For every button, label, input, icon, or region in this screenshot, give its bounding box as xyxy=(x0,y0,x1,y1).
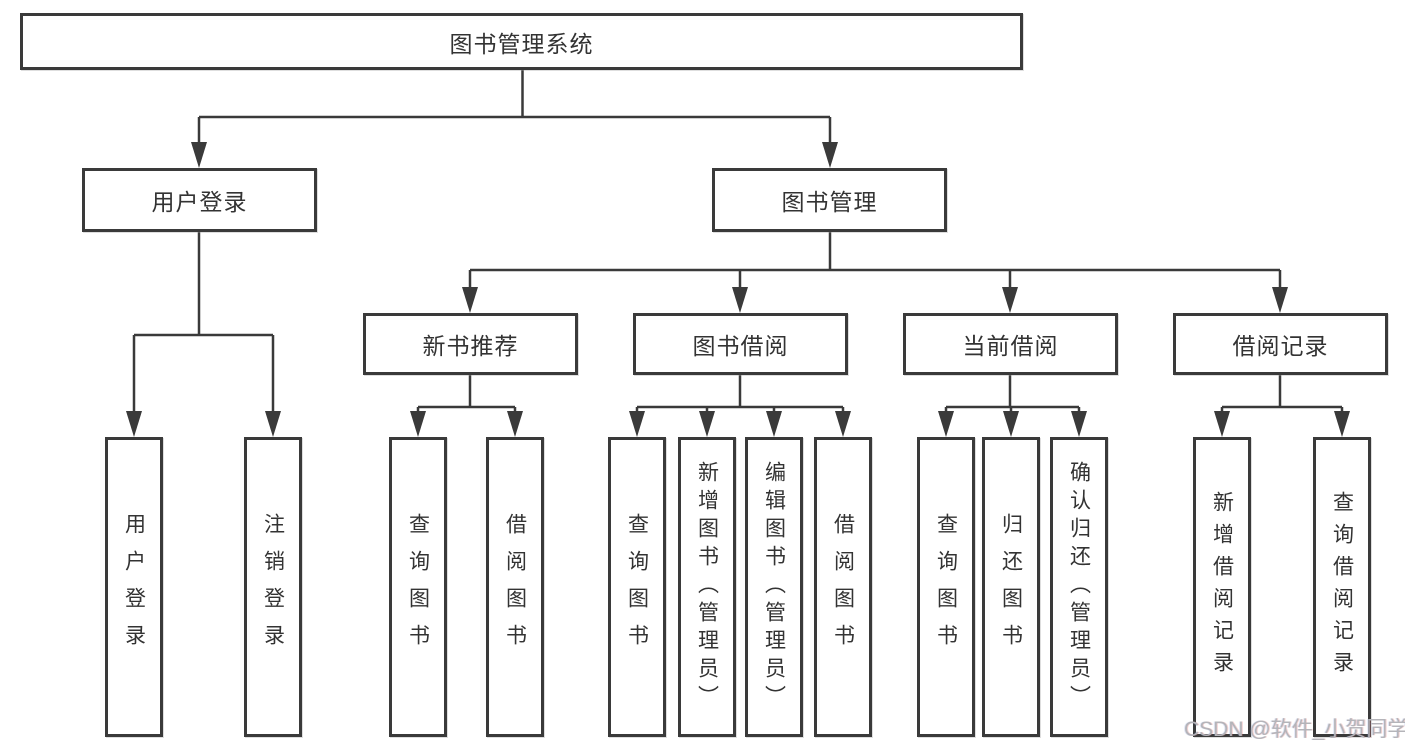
leaf-label: 新增图书（管理员） xyxy=(695,461,719,713)
leaf-label: 归还图书 xyxy=(999,513,1023,661)
leaf-label: 注销登录 xyxy=(261,513,285,661)
leaf-borrow-books: 借阅图书 xyxy=(486,437,544,737)
leaf-label: 查询图书 xyxy=(406,513,430,661)
csdn-watermark: CSDN @软件_小贺同学 xyxy=(1184,718,1405,741)
leaf-user-login: 用户登录 xyxy=(105,437,163,737)
leaf-label: 确认归还（管理员） xyxy=(1067,461,1091,713)
leaf-query-books: 查询图书 xyxy=(917,437,975,737)
leaf-borrow-books: 借阅图书 xyxy=(814,437,872,737)
leaf-label: 用户登录 xyxy=(122,513,146,661)
node-new-book-recommend: 新书推荐 xyxy=(363,313,578,375)
node-label: 当前借阅 xyxy=(962,333,1059,359)
leaf-label: 新增借阅记录 xyxy=(1210,491,1234,683)
leaf-label: 借阅图书 xyxy=(831,513,855,661)
leaf-label: 借阅图书 xyxy=(503,513,527,661)
leaf-query-books: 查询图书 xyxy=(389,437,447,737)
node-label: 图书管理系统 xyxy=(449,30,594,57)
leaf-query-books: 查询图书 xyxy=(608,437,666,737)
node-label: 用户登录 xyxy=(151,189,248,215)
leaf-return-books: 归还图书 xyxy=(982,437,1040,737)
node-label: 借阅记录 xyxy=(1232,333,1329,359)
leaf-confirm-return-admin: 确认归还（管理员） xyxy=(1050,437,1108,737)
leaf-edit-books-admin: 编辑图书（管理员） xyxy=(745,437,803,737)
node-current-borrow: 当前借阅 xyxy=(903,313,1118,375)
node-user-login: 用户登录 xyxy=(82,168,317,232)
leaf-label: 查询图书 xyxy=(625,513,649,661)
leaf-add-borrow-record: 新增借阅记录 xyxy=(1193,437,1251,737)
leaf-label: 查询图书 xyxy=(934,513,958,661)
node-label: 图书借阅 xyxy=(692,333,789,359)
node-library-management-system: 图书管理系统 xyxy=(20,13,1023,70)
node-book-borrow: 图书借阅 xyxy=(633,313,848,375)
leaf-add-books-admin: 新增图书（管理员） xyxy=(678,437,736,737)
node-borrow-records: 借阅记录 xyxy=(1173,313,1388,375)
leaf-logout: 注销登录 xyxy=(244,437,302,737)
node-label: 图书管理 xyxy=(781,189,878,215)
node-label: 新书推荐 xyxy=(422,333,519,359)
node-book-management: 图书管理 xyxy=(712,168,947,232)
leaf-label: 编辑图书（管理员） xyxy=(762,461,786,713)
leaf-label: 查询借阅记录 xyxy=(1330,491,1354,683)
leaf-query-borrow-record: 查询借阅记录 xyxy=(1313,437,1371,737)
